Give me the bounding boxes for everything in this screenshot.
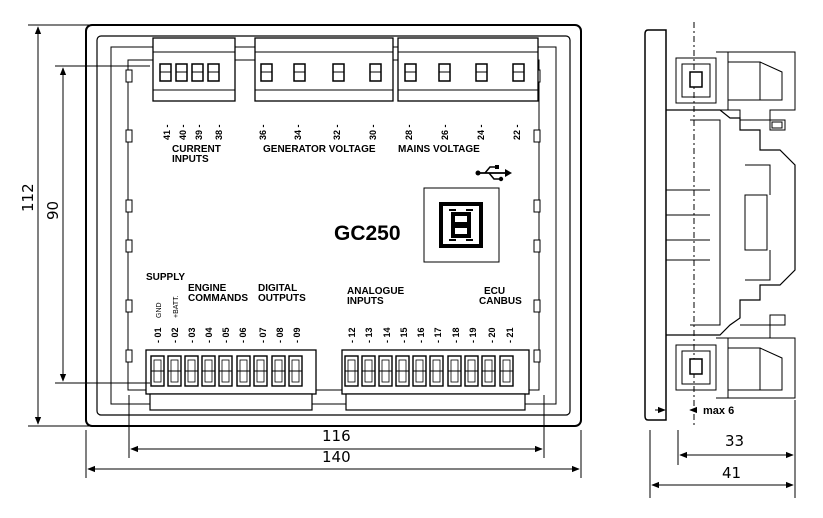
model-name: GC250	[334, 222, 401, 245]
side-bottom-connector	[675, 314, 796, 399]
label-digital-outputs-2: OUTPUTS	[258, 293, 306, 304]
top-terminal-numbers: 41 - 40 - 39 - 38 - 36 - 34 - 32 - 30 - 28 - 26 -…	[162, 124, 522, 140]
label-engine-commands-2: COMMANDS	[188, 293, 248, 304]
side-clip	[125, 129, 133, 143]
dim-112: 112	[19, 183, 37, 212]
usb-port-icon	[423, 187, 500, 263]
bottom-terminal-number: - 17	[433, 327, 443, 343]
side-body	[666, 109, 796, 336]
dim-90: 90	[44, 201, 62, 220]
label-mains-voltage: MAINS VOLTAGE	[398, 144, 480, 155]
dim-116: 116	[322, 427, 351, 445]
bottom-terminal-number: - 16	[416, 327, 426, 343]
label-supply: SUPPLY	[146, 272, 185, 283]
side-clip	[533, 349, 541, 363]
bottom-terminal-number: - 07	[258, 327, 268, 343]
bottom-terminal-number: - 08	[275, 327, 285, 343]
side-clip	[533, 129, 541, 143]
bottom-terminal-number: - 01	[153, 327, 163, 343]
bottom-terminal-number: - 15	[399, 327, 409, 343]
label-current-inputs: CURRENT	[172, 144, 221, 155]
side-clip	[125, 199, 133, 213]
bottom-terminal-number: - 13	[364, 327, 374, 343]
side-clip	[125, 239, 133, 253]
bottom-terminal-number: - 03	[187, 327, 197, 343]
bottom-terminal-numbers: - 01 GND - 02 +BATT. - 03 - 04 - 05 - 06 - 07 - 0…	[153, 295, 515, 343]
side-view: max 6 33 41	[644, 22, 796, 498]
bottom-terminal-number: - 02	[170, 327, 180, 343]
bottom-terminal-number: - 09	[292, 327, 302, 343]
bottom-terminal-number: - 19	[468, 327, 478, 343]
bottom-terminal-note: +BATT.	[173, 295, 180, 318]
bottom-terminal-number: - 21	[505, 327, 515, 343]
top-terminal-number: 28 -	[404, 124, 414, 140]
bottom-terminal-number: - 05	[221, 327, 231, 343]
dim-41: 41	[722, 464, 741, 482]
front-bezel-outer	[85, 24, 582, 427]
top-terminal-number: 26 -	[440, 124, 450, 140]
top-connector-block	[254, 37, 394, 102]
top-terminal-number: 38 -	[214, 124, 224, 140]
front-bezel-inner	[96, 35, 571, 416]
top-connector-block	[152, 37, 236, 102]
top-terminal-number: 22 -	[512, 124, 522, 140]
bottom-terminal-number: - 14	[382, 327, 392, 343]
top-terminal-number: 41 -	[162, 124, 172, 140]
top-terminal-number: 40 -	[178, 124, 188, 140]
side-clip	[533, 299, 541, 313]
side-top-connector	[675, 51, 796, 131]
label-ecu-canbus: ECU	[484, 286, 505, 297]
front-dimensions: 112 90 116 140	[19, 24, 582, 478]
label-analogue-inputs: ANALOGUE	[347, 286, 405, 297]
top-terminal-number: 24 -	[476, 124, 486, 140]
side-clip	[125, 69, 133, 83]
front-view: 41 - 40 - 39 - 38 - 36 - 34 - 32 - 30 - 28 - 26 -…	[85, 24, 582, 427]
side-clip	[533, 239, 541, 253]
bottom-terminal-number: - 06	[238, 327, 248, 343]
side-clip	[125, 299, 133, 313]
top-connectors	[152, 37, 539, 102]
label-generator-voltage: GENERATOR VOLTAGE	[263, 144, 376, 155]
top-terminal-number: 36 -	[258, 124, 268, 140]
dim-33: 33	[725, 432, 744, 450]
usb-symbol-icon	[475, 165, 512, 182]
bottom-connectors	[145, 349, 530, 411]
side-clip	[533, 199, 541, 213]
top-terminal-number: 34 -	[293, 124, 303, 140]
label-ecu-canbus-2: CANBUS	[479, 296, 522, 307]
bottom-terminal-number: - 18	[451, 327, 461, 343]
top-terminal-number: 32 -	[332, 124, 342, 140]
bottom-connector-block	[341, 349, 530, 411]
top-terminal-number: 30 -	[368, 124, 378, 140]
bottom-terminal-number: - 04	[204, 327, 214, 343]
side-front-panel	[644, 29, 667, 421]
label-analogue-inputs-2: INPUTS	[347, 296, 384, 307]
label-engine-commands: ENGINE	[188, 283, 227, 294]
dim-max-6: max 6	[703, 405, 734, 417]
label-current-inputs-2: INPUTS	[172, 154, 209, 165]
dim-140: 140	[322, 448, 351, 466]
bottom-terminal-number: - 20	[487, 327, 497, 343]
bottom-terminal-note: GND	[156, 302, 163, 318]
bottom-terminal-number: - 12	[347, 327, 357, 343]
bottom-connector-block	[145, 349, 317, 411]
top-terminal-number: 39 -	[194, 124, 204, 140]
top-connector-block	[397, 37, 539, 102]
label-digital-outputs: DIGITAL	[258, 283, 297, 294]
side-clip	[125, 349, 133, 363]
